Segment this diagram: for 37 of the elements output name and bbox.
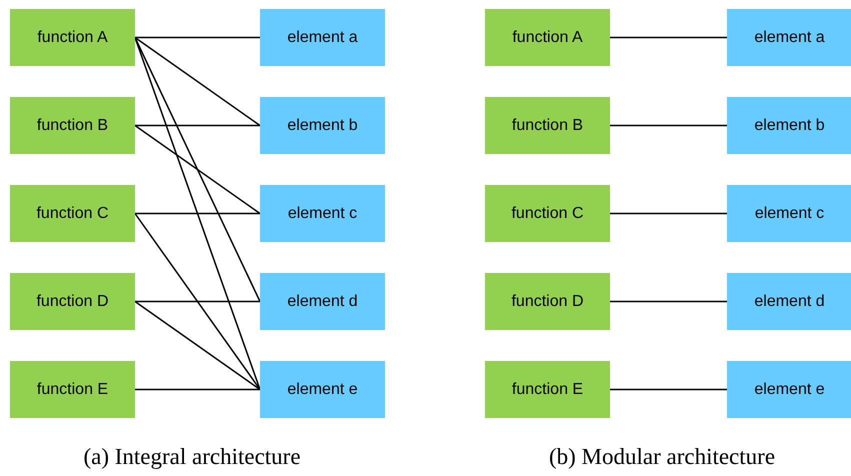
function-box: function A: [485, 9, 610, 66]
connector-line: [610, 300, 727, 302]
element-box: element e: [727, 361, 851, 418]
connector-line: [610, 388, 727, 390]
connector-line: [135, 300, 260, 302]
connector-line: [135, 212, 260, 214]
element-box: element b: [727, 97, 851, 154]
element-box: element e: [260, 361, 385, 418]
connector-line: [134, 300, 260, 390]
function-box: function B: [10, 97, 135, 154]
function-box: function D: [10, 273, 135, 330]
element-box: element c: [260, 185, 385, 242]
element-box: element b: [260, 97, 385, 154]
element-box: element a: [260, 9, 385, 66]
connector-line: [135, 124, 260, 126]
element-box: element d: [260, 273, 385, 330]
function-box: function D: [485, 273, 610, 330]
element-box: element c: [727, 185, 851, 242]
function-box: function E: [485, 361, 610, 418]
function-box: function A: [10, 9, 135, 66]
caption: (a) Integral architecture: [83, 445, 301, 468]
connector-line: [135, 36, 260, 38]
connector-line: [610, 36, 727, 38]
connector-line: [135, 388, 260, 390]
caption: (b) Modular architecture: [548, 445, 776, 468]
function-box: function C: [485, 185, 610, 242]
connector-line: [610, 124, 727, 126]
function-box: function B: [485, 97, 610, 154]
connector-line: [134, 124, 260, 214]
connector-line: [134, 213, 261, 390]
function-box: function E: [10, 361, 135, 418]
element-box: element d: [727, 273, 851, 330]
connector-line: [134, 37, 261, 302]
function-box: function C: [10, 185, 135, 242]
connector-line: [134, 36, 260, 126]
connector-line: [610, 212, 727, 214]
element-box: element a: [727, 9, 851, 66]
